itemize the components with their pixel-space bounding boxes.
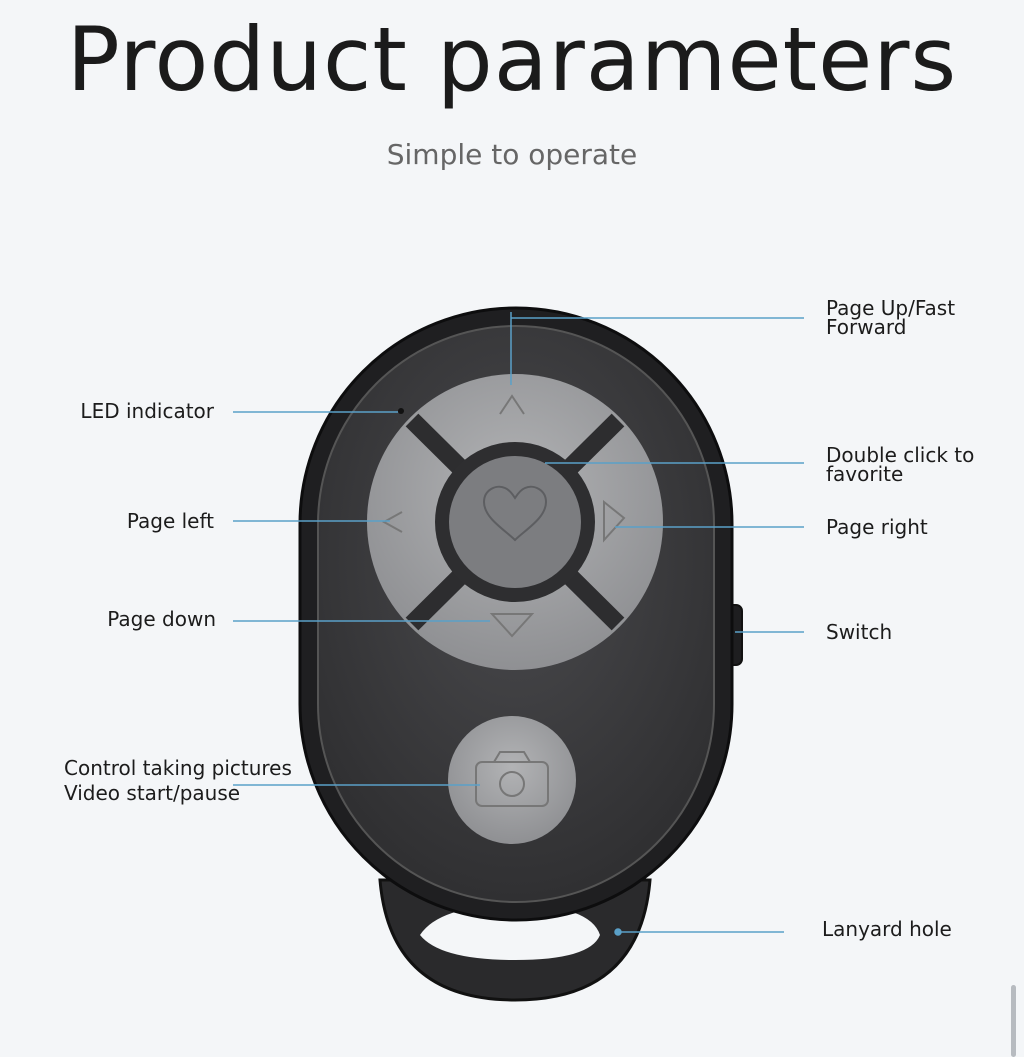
camera-icon: [475, 751, 549, 807]
heart-icon: [482, 485, 548, 542]
label-led: LED indicator: [80, 399, 214, 423]
label-switch: Switch: [826, 620, 893, 644]
label-page-down: Page down: [107, 607, 216, 631]
dpad: [367, 374, 663, 670]
label-double-click-2: favorite: [826, 462, 904, 486]
arrow-right-icon: [603, 499, 626, 543]
arrow-left-icon: [381, 511, 403, 533]
arrow-down-icon: [489, 613, 535, 638]
arrow-up-icon: [499, 394, 525, 415]
label-double-click: Double click to: [826, 443, 975, 467]
label-page-up: Page Up/Fast: [826, 296, 956, 320]
label-control-1: Control taking pictures: [64, 756, 292, 780]
page-subtitle: Simple to operate: [386, 138, 638, 171]
label-page-left: Page left: [126, 509, 214, 533]
label-page-up-2: Forward: [826, 315, 907, 339]
page-title: Product parameters: [66, 8, 958, 111]
scrollbar-thumb[interactable]: [1011, 985, 1016, 1057]
label-page-right: Page right: [826, 515, 928, 539]
camera-button: [448, 716, 576, 844]
label-control-2: Video start/pause: [64, 781, 241, 805]
led-dot: [398, 408, 404, 414]
leader-lines: [233, 312, 804, 936]
label-lanyard: Lanyard hole: [822, 917, 952, 941]
